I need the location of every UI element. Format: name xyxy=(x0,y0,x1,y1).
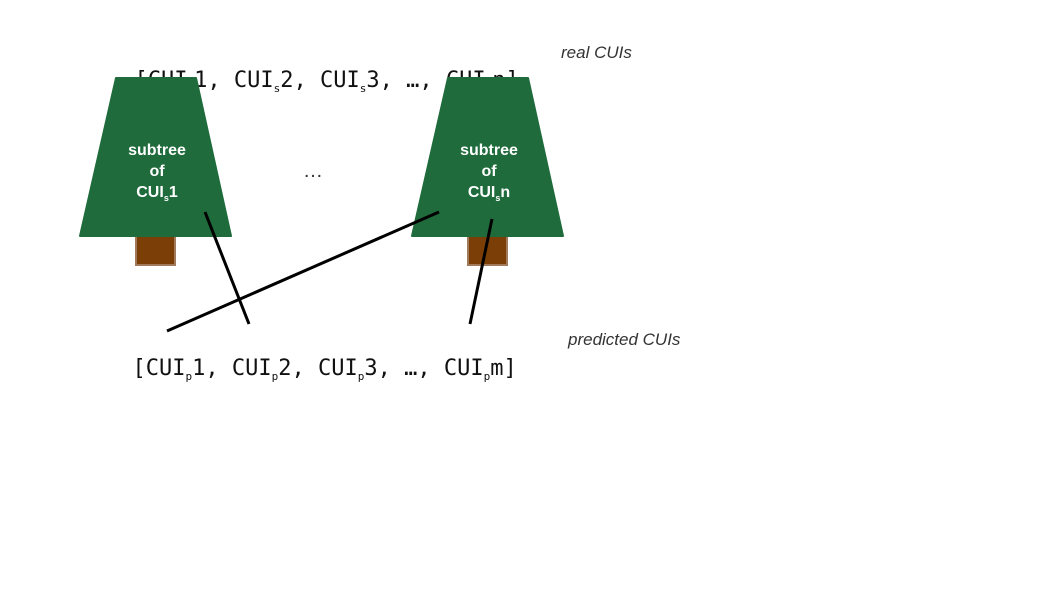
real-list-ellipsis: … xyxy=(406,68,420,93)
tree-n-label-line3: CUIsn xyxy=(468,184,510,203)
real-cuis-note: real CUIs xyxy=(561,43,632,62)
tree-1-foliage xyxy=(79,77,232,237)
tree-1-label-line3: CUIs1 xyxy=(136,184,178,203)
trees-ellipsis: … xyxy=(303,160,323,182)
tree-n-label-line1: subtree xyxy=(460,142,518,159)
link-treen-to-predicted1 xyxy=(166,210,440,333)
tree-1-label-line2: of xyxy=(149,163,165,180)
predicted-list-item-2: CUIp2 xyxy=(231,356,292,383)
tree-1-trunk xyxy=(135,233,176,266)
subtree-n: subtree of CUIsn xyxy=(411,77,564,266)
link-treen-to-predictedm xyxy=(468,218,494,325)
predicted-list-item-1: CUIp1 xyxy=(145,356,206,383)
link-tree1-to-predicted2 xyxy=(203,211,251,325)
predicted-list-item-3: CUIp3 xyxy=(318,356,378,383)
predicted-list-close-bracket: ] xyxy=(503,356,517,381)
predicted-cuis-note: predicted CUIs xyxy=(568,330,681,349)
subtree-1: subtree of CUIs1 xyxy=(79,77,232,266)
tree-n-label-line2: of xyxy=(481,163,497,180)
predicted-list-ellipsis: … xyxy=(404,356,418,381)
predicted-cuis-list: [CUIp1, CUIp2, CUIp3, …, CUIpm] xyxy=(132,356,517,383)
real-list-item-3: CUIs3 xyxy=(320,68,380,95)
tree-1-label-line1: subtree xyxy=(128,142,186,159)
real-cuis-list: [CUIs1, CUIs2, CUIs3, …, CUIsn] xyxy=(108,43,519,95)
real-list-item-2: CUIs2 xyxy=(233,68,294,95)
predicted-list-item-m: CUIpm xyxy=(443,356,504,383)
tree-n-foliage xyxy=(411,77,564,237)
predicted-list-open-bracket: [ xyxy=(132,356,146,381)
